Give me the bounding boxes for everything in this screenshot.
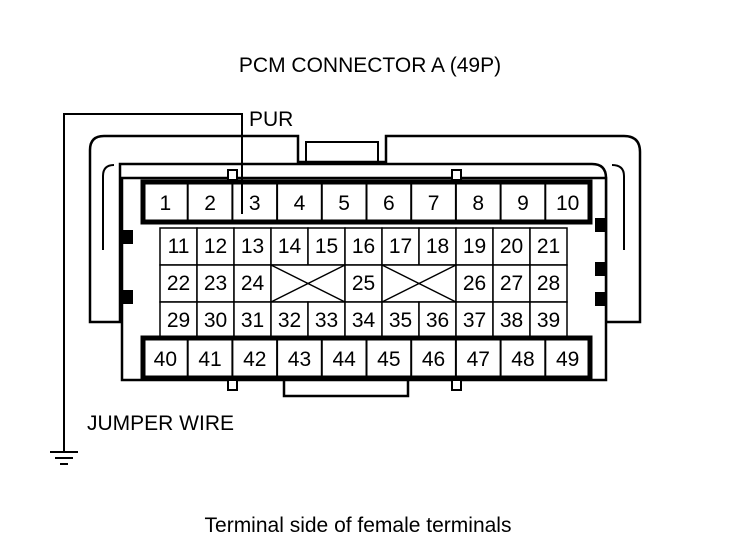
terminal-26: 26 — [463, 272, 486, 295]
caption: Terminal side of female terminals — [205, 514, 512, 537]
terminal-cell — [307, 227, 346, 266]
terminal-cell — [233, 227, 272, 266]
terminal-10: 10 — [556, 192, 579, 215]
terminal-44: 44 — [332, 348, 356, 371]
terminal-38: 38 — [500, 309, 523, 332]
terminal-4: 4 — [294, 192, 306, 215]
blank-cross — [381, 264, 457, 303]
latch-left — [102, 164, 115, 250]
terminal-9: 9 — [517, 192, 529, 215]
terminal-5: 5 — [338, 192, 350, 215]
terminal-43: 43 — [288, 348, 311, 371]
blank-cross — [270, 264, 346, 303]
terminal-cell — [196, 227, 235, 266]
terminal-cell — [307, 301, 346, 340]
terminal-1: 1 — [160, 192, 172, 215]
terminal-cell — [418, 227, 457, 266]
terminal-22: 22 — [167, 272, 190, 295]
terminal-28: 28 — [537, 272, 560, 295]
terminal-cell — [529, 264, 568, 303]
terminal-46: 46 — [422, 348, 445, 371]
terminal-row-bottom: 40 41 42 43 44 45 46 47 48 49 — [140, 335, 593, 381]
connector-housing-outline — [88, 134, 642, 324]
terminal-41: 41 — [198, 348, 221, 371]
terminal-rows-middle: 11 12 13 14 15 16 17 18 19 20 21 22 23 24 25 26 27 28 29 30… — [159, 227, 568, 340]
terminal-31: 31 — [241, 309, 264, 332]
terminal-13: 13 — [241, 235, 264, 258]
lock-tab-top — [305, 141, 379, 165]
terminal-27: 27 — [500, 272, 523, 295]
terminal-cell — [159, 264, 198, 303]
terminal-36: 36 — [426, 309, 449, 332]
terminal-8: 8 — [472, 192, 484, 215]
terminal-cell — [455, 301, 494, 340]
terminal-17: 17 — [389, 235, 412, 258]
terminal-14: 14 — [278, 235, 302, 258]
terminal-47: 47 — [467, 348, 490, 371]
terminal-3: 3 — [249, 192, 261, 215]
jumper-wire-label: JUMPER WIRE — [87, 412, 234, 435]
guide-mark — [227, 169, 238, 181]
terminal-cell — [529, 301, 568, 340]
terminal-23: 23 — [204, 272, 227, 295]
terminal-34: 34 — [352, 309, 376, 332]
terminal-25: 25 — [352, 272, 375, 295]
terminal-45: 45 — [377, 348, 400, 371]
terminal-24: 24 — [241, 272, 265, 295]
terminal-32: 32 — [278, 309, 301, 332]
terminal-21: 21 — [537, 235, 560, 258]
ground-symbol-icon — [50, 451, 78, 465]
terminal-6: 6 — [383, 192, 395, 215]
terminal-cell — [529, 227, 568, 266]
terminal-11: 11 — [168, 235, 190, 258]
terminal-2: 2 — [204, 192, 216, 215]
guide-mark — [227, 379, 238, 391]
terminal-cell — [270, 227, 309, 266]
diagram-title: PCM CONNECTOR A (49P) — [239, 54, 501, 77]
terminal-37: 37 — [463, 309, 486, 332]
terminal-49: 49 — [556, 348, 579, 371]
terminal-42: 42 — [243, 348, 266, 371]
terminal-48: 48 — [511, 348, 534, 371]
terminal-35: 35 — [389, 309, 412, 332]
side-tab — [122, 230, 133, 244]
terminal-29: 29 — [167, 309, 190, 332]
terminal-cell — [381, 301, 420, 340]
wire-color-label: PUR — [249, 108, 293, 131]
terminal-19: 19 — [463, 235, 486, 258]
terminal-18: 18 — [426, 235, 449, 258]
side-tab — [595, 262, 606, 276]
terminal-39: 39 — [537, 309, 560, 332]
terminal-40: 40 — [154, 348, 177, 371]
terminal-16: 16 — [352, 235, 375, 258]
latch-right — [611, 164, 625, 250]
side-tab — [595, 292, 606, 306]
guide-mark — [451, 169, 462, 181]
guide-mark — [451, 379, 462, 391]
terminal-33: 33 — [315, 309, 338, 332]
terminal-cell — [381, 227, 420, 266]
bottom-key — [282, 380, 410, 398]
terminal-cell — [270, 301, 309, 340]
jumper-wire — [63, 113, 243, 452]
terminal-12: 12 — [204, 235, 227, 258]
side-tab — [122, 290, 133, 304]
terminal-15: 15 — [315, 235, 338, 258]
side-tab — [595, 218, 606, 232]
terminal-cell — [196, 264, 235, 303]
terminal-20: 20 — [500, 235, 523, 258]
terminal-row-top: 1 2 3 4 5 6 7 8 9 10 — [140, 179, 593, 225]
terminal-cell — [233, 301, 272, 340]
terminal-30: 30 — [204, 309, 227, 332]
terminal-7: 7 — [428, 192, 440, 215]
